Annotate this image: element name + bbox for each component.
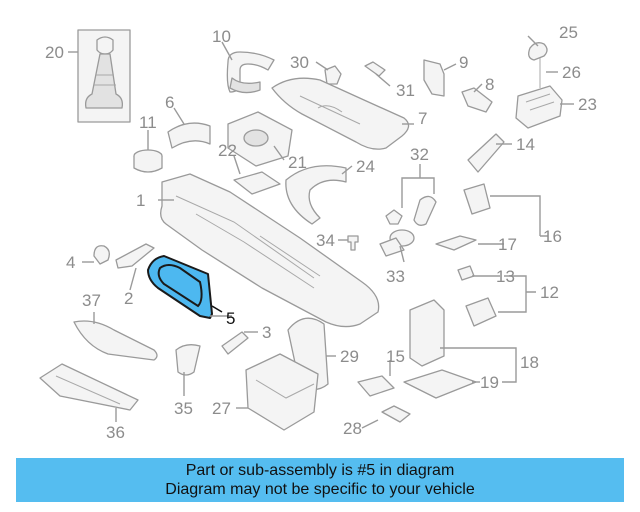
callout-9: 9 [459,53,468,72]
part-32-hardware [385,195,437,226]
part-4-grommet [93,245,110,265]
part-7-upper-panel [271,77,410,150]
part-20-shift-boot [77,29,131,123]
callout-30: 30 [290,53,309,72]
part-1-console [160,173,380,328]
callout-23: 23 [578,95,597,114]
part-11-cup [133,149,163,173]
callout-29: 29 [340,347,359,366]
part-22-tray [233,171,281,195]
callout-35: 35 [174,399,193,418]
part-2-bracket [115,243,155,269]
callout-32: 32 [410,145,429,164]
callout-24: 24 [356,157,375,176]
part-18-bin [409,299,445,367]
part-3-bracket [221,331,249,355]
part-13-switch [457,265,475,281]
callout-14: 14 [516,135,535,154]
callout-20: 20 [45,43,64,62]
part-12-panel [465,297,497,327]
leader-lines [68,35,574,429]
callout-10: 10 [212,27,231,46]
callout-19: 19 [480,373,499,392]
part-16-bezel [463,183,491,215]
callout-17: 17 [498,235,517,254]
info-banner: Part or sub-assembly is #5 in diagram Di… [16,458,624,502]
callout-2: 2 [124,289,133,308]
part-19-tray [403,369,477,399]
part-10-cover [226,51,275,94]
part-17-strip [435,235,477,251]
callout-7: 7 [418,109,427,128]
part-8-trim [461,87,493,113]
callout-16: 16 [543,227,562,246]
part-23-shifter-base [515,85,563,129]
callout-13: 13 [496,267,515,286]
callout-8: 8 [485,75,494,94]
part-5-highlighted [147,255,213,319]
part-35-cupholder [175,344,201,376]
callout-26: 26 [562,63,581,82]
part-24-trim-arc [285,165,347,225]
callout-4: 4 [66,253,75,272]
part-28-clip [381,405,411,423]
callout-22: 22 [218,141,237,160]
callout-3: 3 [262,323,271,342]
part-21-shift-panel [227,111,293,167]
callout-numbers: 20 11 6 10 30 31 9 8 25 26 23 7 22 21 24… [45,23,597,442]
callout-27: 27 [212,399,231,418]
callout-5: 5 [226,309,235,328]
part-6-cap [167,122,211,149]
callout-18: 18 [520,353,539,372]
callout-25: 25 [559,23,578,42]
part-14-side-trim [467,133,505,173]
callout-15: 15 [386,347,405,366]
banner-line-1: Part or sub-assembly is #5 in diagram [185,462,455,479]
part-36-rail [39,363,139,411]
part-15-pad [357,375,395,397]
callout-34: 34 [316,231,335,250]
part-25-knob [528,42,548,88]
part-31-bulb [364,61,386,77]
callout-11: 11 [139,113,157,132]
callout-6: 6 [165,93,174,112]
callout-31: 31 [396,81,415,100]
part-33-socket [379,229,415,257]
callout-1: 1 [136,191,145,210]
leader-5 [211,305,223,313]
part-34-bolt [347,235,359,251]
parts-diagram: 20 11 6 10 30 31 9 8 25 26 23 7 22 21 24… [39,23,597,442]
banner-line-2: Diagram may not be specific to your vehi… [165,481,475,498]
part-37-side-trim [73,320,158,361]
callout-37: 37 [82,291,101,310]
callout-21: 21 [288,153,307,172]
callout-36: 36 [106,423,125,442]
part-30-clip [324,65,342,85]
callout-33: 33 [386,267,405,286]
callout-28: 28 [343,419,362,438]
part-9-bracket [423,59,445,97]
callout-12: 12 [540,283,559,302]
